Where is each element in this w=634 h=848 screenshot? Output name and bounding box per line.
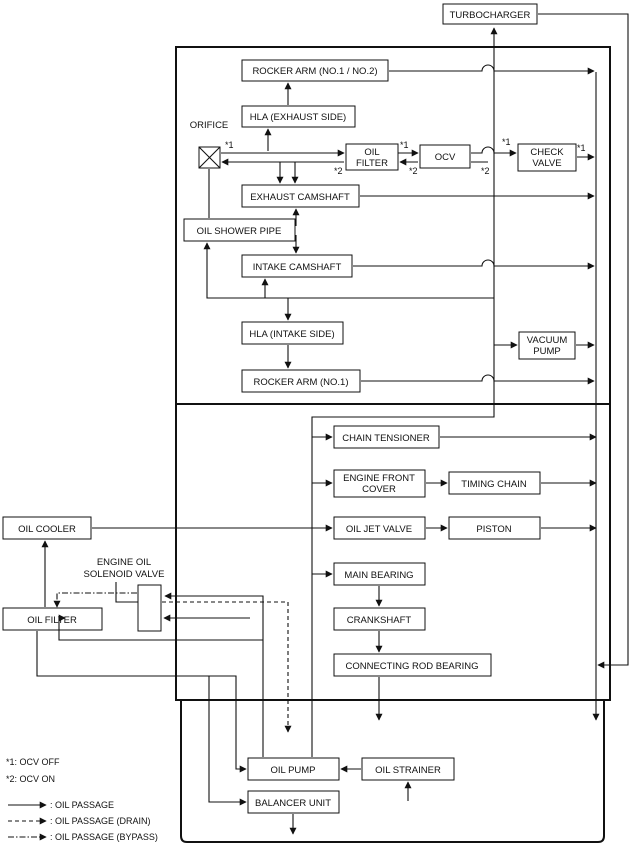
oil-pump-label: OIL PUMP: [270, 765, 315, 776]
engine-oil-solenoid-label-2: SOLENOID VALVE: [84, 569, 165, 580]
passage-turbo-return: [538, 13, 629, 669]
check-valve-label-2: VALVE: [532, 158, 561, 169]
legend: : OIL PASSAGE : OIL PASSAGE (DRAIN) : OI…: [8, 800, 158, 842]
note-ocv-on: *2: OCV ON: [6, 774, 55, 784]
check-valve-box: [517, 143, 577, 172]
engine-front-cover-label-2: COVER: [362, 484, 396, 495]
intake-camshaft-label: INTAKE CAMSHAFT: [253, 262, 342, 273]
rocker-arm-12-label: ROCKER ARM (NO.1 / NO.2): [252, 66, 377, 77]
passage-gallery-to-shower-pipe: [203, 242, 494, 299]
passage-rocker-1-drain: [361, 374, 595, 385]
cylinder-block-frame: [175, 403, 611, 701]
ocv-label: OCV: [435, 152, 456, 163]
passage-head-ocv-to-check: [471, 146, 517, 157]
crankshaft-box: [333, 607, 426, 631]
mark-ocv-on-2: *2: [409, 166, 418, 176]
oil-shower-pipe-box: [183, 218, 296, 242]
bypass-filter-to-solenoid: [53, 592, 137, 608]
oil-strainer-box: [361, 757, 455, 781]
passage-intake-cam-drain: [353, 259, 595, 270]
main-bearing-label: MAIN BEARING: [344, 570, 413, 581]
legend-dashdot-label: : OIL PASSAGE (BYPASS): [50, 832, 158, 842]
balancer-unit-label: BALANCER UNIT: [255, 798, 331, 809]
oil-jet-valve-box: [333, 516, 426, 540]
notes: *1: OCV OFF *2: OCV ON: [6, 757, 60, 784]
connecting-rod-bearing-box: [333, 653, 492, 677]
engine-oil-solenoid-label-1: ENGINE OIL: [97, 557, 151, 568]
piston-box: [448, 516, 541, 540]
timing-chain-box: [448, 471, 541, 495]
engine-front-cover-box: [333, 469, 426, 498]
legend-dashed-label: : OIL PASSAGE (DRAIN): [50, 816, 151, 826]
hla-exhaust-label: HLA (EXHAUST SIDE): [250, 112, 346, 123]
passage-pump-to-oil-filter: [164, 592, 264, 757]
exhaust-camshaft-label: EXHAUST CAMSHAFT: [250, 192, 350, 203]
ocv-marks: *1 *1 *1 *1 *2 *2 *2: [225, 137, 586, 176]
orifice-label: ORIFICE: [190, 120, 229, 131]
oil-filter-top-label-1: OIL: [364, 147, 379, 158]
mark-ocv-off-4: *1: [577, 143, 586, 153]
oil-strainer-label: OIL STRAINER: [375, 765, 441, 776]
chain-tensioner-label: CHAIN TENSIONER: [342, 433, 430, 444]
turbocharger-label: TURBOCHARGER: [450, 10, 531, 21]
vacuum-pump-label-2: PUMP: [533, 346, 560, 357]
vacuum-pump-label-1: VACUUM: [527, 335, 568, 346]
engine-oil-solenoid-valve-box: [137, 584, 162, 632]
oil-filter-top-label-2: FILTER: [356, 158, 388, 169]
mark-ocv-on-1: *2: [334, 166, 343, 176]
crankshaft-label: CRANKSHAFT: [347, 615, 412, 626]
rocker-arm-1-box: [241, 369, 361, 393]
oil-pan-outline: [180, 700, 605, 843]
bypass-passages: [53, 592, 137, 608]
engine-front-cover-label-1: ENGINE FRONT: [343, 473, 415, 484]
balancer-unit-box: [247, 790, 340, 814]
passage-filter-to-balancer: [208, 676, 247, 806]
oil-filter-top-box: [345, 143, 399, 171]
rocker-arm-12-box: [241, 59, 389, 82]
connecting-rod-bearing-label: CONNECTING ROD BEARING: [345, 661, 478, 672]
piston-label: PISTON: [476, 524, 511, 535]
components: TURBOCHARGER ROCKER ARM (NO.1 / NO.2) HL…: [2, 3, 577, 814]
oil-cooler-label: OIL COOLER: [18, 524, 76, 535]
hla-intake-box: [241, 321, 344, 345]
mark-ocv-off-2: *1: [400, 140, 409, 150]
mark-ocv-off-3: *1: [502, 137, 511, 147]
mark-ocv-on-3: *2: [481, 166, 490, 176]
ocv-box: [419, 144, 471, 169]
oil-filter-box: [2, 607, 103, 631]
drain-solenoid-to-pan: [162, 601, 292, 733]
passage-filter-to-oil-pump: [36, 631, 247, 773]
note-ocv-off: *1: OCV OFF: [6, 757, 60, 767]
oil-filter-label: OIL FILTER: [27, 615, 77, 626]
passage-main-gallery: [311, 27, 498, 757]
mark-ocv-off-1: *1: [225, 140, 234, 150]
passage-pump-to-solenoid: [58, 614, 263, 641]
oil-shower-pipe-label: OIL SHOWER PIPE: [197, 226, 282, 237]
oil-passages: [36, 13, 629, 835]
legend-solid-label: : OIL PASSAGE: [50, 800, 114, 810]
oil-jet-valve-label: OIL JET VALVE: [346, 524, 412, 535]
chain-tensioner-box: [333, 425, 440, 449]
exhaust-camshaft-box: [241, 184, 360, 208]
passage-solenoid-branch: [115, 582, 138, 603]
frames: [175, 46, 611, 843]
main-bearing-box: [333, 562, 426, 586]
timing-chain-label: TIMING CHAIN: [461, 479, 527, 490]
oil-cooler-box: [2, 516, 92, 540]
hla-exhaust-box: [241, 105, 356, 128]
intake-camshaft-box: [241, 254, 353, 278]
drain-passages: [162, 601, 292, 733]
rocker-arm-1-label: ROCKER ARM (NO.1): [253, 377, 348, 388]
turbocharger-box: [442, 3, 538, 25]
orifice-symbol: [198, 146, 221, 169]
vacuum-pump-box: [518, 331, 576, 360]
hla-intake-label: HLA (INTAKE SIDE): [249, 329, 334, 340]
passage-head-rocker-drain: [389, 64, 595, 75]
oil-pump-box: [247, 757, 340, 781]
check-valve-label-1: CHECK: [530, 147, 564, 158]
